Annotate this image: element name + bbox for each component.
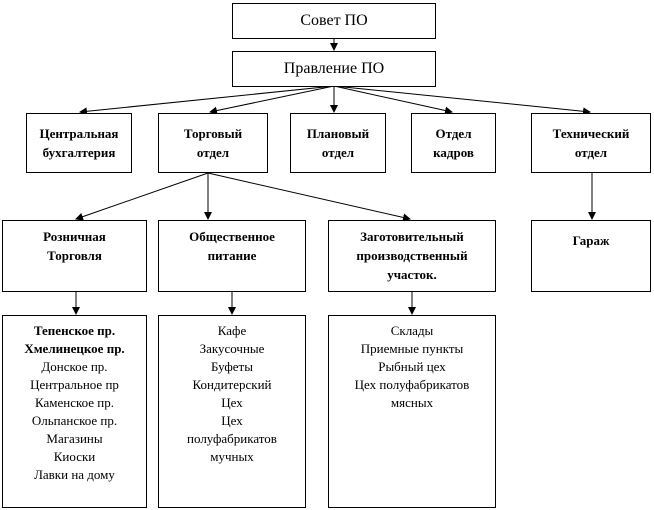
arrow-pravlenie-buh	[79, 85, 335, 116]
node-zag-line-2: производственный	[356, 248, 468, 263]
arrow-torg-zag	[207, 172, 411, 222]
node-pravlenie-line-1: Правление ПО	[283, 60, 385, 77]
zag-list-item: мясных	[390, 395, 434, 410]
node-kadry-line-1: Отдел	[435, 126, 472, 141]
obsch-list-item: полуфабрикатов	[187, 431, 277, 446]
node-garazh: Гараж	[531, 220, 651, 292]
rozn-list-item: Центральное пр	[30, 377, 119, 392]
node-sovet-line-1: Совет ПО	[300, 12, 368, 29]
node-sovet: Совет ПО	[232, 3, 436, 39]
rozn-list-item: Лавки на дому	[34, 467, 115, 482]
node-tech-line-1: Технический	[552, 126, 630, 141]
node-zag-line-1: Заготовительный	[360, 229, 464, 244]
obsch-list-item: Закусочные	[199, 341, 265, 356]
rozn-list-item: Киоски	[53, 449, 96, 464]
rozn-list-item: Донское пр.	[41, 359, 108, 374]
zag-list-item: Рыбный цех	[378, 359, 446, 374]
node-obsch: Общественное питание	[158, 220, 306, 292]
rozn-list-bold-1: Тепенское пр.	[33, 323, 116, 338]
zag-list-item: Приемные пункты	[360, 341, 464, 356]
obsch-list-item: Цех	[221, 395, 243, 410]
node-zag-line-3: участок.	[387, 267, 437, 282]
node-plan-line-2: отдел	[321, 145, 355, 160]
node-rozn: Розничная Торговля	[2, 220, 147, 292]
arrow-pravlenie-kadry	[333, 85, 453, 115]
node-buh-line-1: Центральная	[39, 126, 119, 141]
node-plan-line-1: Плановый	[306, 126, 370, 141]
rozn-list-item: Каменское пр.	[34, 395, 115, 410]
obsch-list-item: Буфеты	[211, 359, 253, 374]
node-buh: Центральная бухгалтерия	[26, 113, 132, 173]
node-tech: Технический отдел	[531, 113, 651, 173]
arrow-pravlenie-torg	[209, 85, 335, 115]
obsch-list-item: Кондитерский	[192, 377, 272, 392]
node-torg-line-1: Торговый	[183, 126, 243, 141]
node-pravlenie: Правление ПО	[232, 51, 436, 87]
node-obsch-line-1: Общественное	[189, 229, 275, 244]
rozn-list-bold-2: Хмелинецкое пр.	[24, 341, 125, 356]
node-torg-line-2: отдел	[196, 145, 230, 160]
node-kadry-line-2: кадров	[433, 145, 474, 160]
zag-list-item: Склады	[390, 323, 434, 338]
node-plan: Плановый отдел	[290, 113, 386, 173]
node-tech-line-2: отдел	[574, 145, 608, 160]
obsch-list-item: Кафе	[217, 323, 247, 338]
node-rozn-line-2: Торговля	[47, 248, 102, 263]
arrow-torg-rozn	[75, 172, 209, 221]
node-kadry: Отдел кадров	[411, 113, 496, 173]
arrow-pravlenie-tech	[333, 85, 591, 116]
node-obsch-list: Кафе Закусочные Буфеты Кондитерский Цех …	[158, 315, 306, 508]
node-rozn-list: Тепенское пр. Хмелинецкое пр. Донское пр…	[2, 315, 147, 508]
node-rozn-line-1: Розничная	[43, 229, 106, 244]
rozn-list-item: Ольпанское пр.	[31, 413, 118, 428]
rozn-list-item: Магазины	[46, 431, 103, 446]
node-garazh-line-1: Гараж	[572, 233, 610, 248]
node-zag-list: Склады Приемные пункты Рыбный цех Цех по…	[328, 315, 496, 508]
node-buh-line-2: бухгалтерия	[42, 145, 116, 160]
zag-list-item: Цех полуфабрикатов	[354, 377, 470, 392]
obsch-list-item: Цех	[221, 413, 243, 428]
obsch-list-item: мучных	[210, 449, 254, 464]
node-obsch-line-2: питание	[207, 248, 257, 263]
node-torg: Торговый отдел	[158, 113, 268, 173]
node-zag: Заготовительный производственный участок…	[328, 220, 496, 292]
